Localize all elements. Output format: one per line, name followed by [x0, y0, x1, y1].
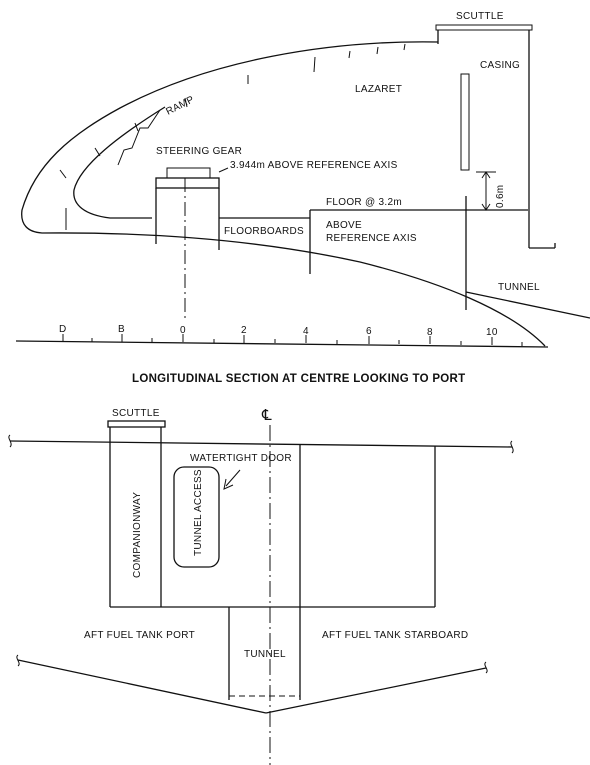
tunnel-label-lower: TUNNEL: [244, 649, 286, 660]
companionway-label: COMPANIONWAY: [132, 492, 143, 578]
casing-window: [460, 73, 470, 171]
scale-label-10: 10: [486, 327, 498, 338]
tunnel-access-door: [173, 466, 220, 568]
ramp-steps: [117, 109, 161, 166]
scale-axis: [15, 340, 549, 348]
fuel-tank-starboard-label: AFT FUEL TANK STARBOARD: [322, 630, 468, 641]
scale-label-4: 4: [303, 326, 309, 337]
floorboards-label: FLOORBOARDS: [224, 226, 304, 237]
ramp-inner-curve: [73, 106, 166, 219]
fuel-tank-port-label: AFT FUEL TANK PORT: [84, 630, 195, 641]
dimension-arrow: [476, 171, 496, 211]
hull-bottom-starboard: [265, 667, 487, 714]
tunnel-line: [465, 291, 590, 319]
deck-ribs: [59, 43, 406, 179]
scuttle-label-lower: SCUTTLE: [112, 408, 160, 419]
scale-label-b: B: [118, 324, 125, 335]
above-label: ABOVE: [326, 220, 362, 231]
scale-label-6: 6: [366, 326, 372, 337]
longitudinal-section: SCUTTLE CASING LAZARET RAMP STEERING GEA…: [15, 11, 590, 348]
watertight-door-label: WATERTIGHT DOOR: [190, 453, 292, 464]
tunnel-access-label: TUNNEL ACCESS: [193, 469, 204, 556]
steering-gear-label: STEERING GEAR: [156, 146, 242, 157]
lazaret-label: LAZARET: [355, 84, 402, 95]
hull-bottom-port: [17, 659, 267, 714]
casing-label: CASING: [480, 60, 520, 71]
tunnel-label-upper: TUNNEL: [498, 282, 540, 293]
ramp-label: RAMP: [164, 94, 196, 117]
scale-label-8: 8: [427, 327, 433, 338]
hull-outline: [21, 41, 546, 347]
transverse-section: SCUTTLE ℄ WATERTIGHT DOOR TUNNEL ACCESS …: [8, 407, 514, 765]
centreline-symbol: ℄: [261, 407, 272, 424]
height-note-label: 3.944m ABOVE REFERENCE AXIS: [230, 160, 398, 171]
steering-gear: [155, 177, 220, 189]
reference-axis-label: REFERENCE AXIS: [326, 233, 417, 244]
scuttle-top: [435, 24, 533, 31]
scale-label-0: 0: [180, 325, 186, 336]
section-title: LONGITUDINAL SECTION AT CENTRE LOOKING T…: [132, 373, 465, 385]
floor-note-label: FLOOR @ 3.2m: [326, 197, 402, 208]
steering-gear-cap: [166, 167, 211, 179]
scuttle-lower: [107, 420, 166, 428]
scale-label-d: D: [59, 324, 67, 335]
scuttle-label: SCUTTLE: [456, 11, 504, 22]
deck-line: [9, 440, 513, 448]
scale-label-2: 2: [241, 325, 247, 336]
scale-ticks: [62, 334, 523, 346]
dimension-label: 0.6m: [495, 185, 506, 208]
